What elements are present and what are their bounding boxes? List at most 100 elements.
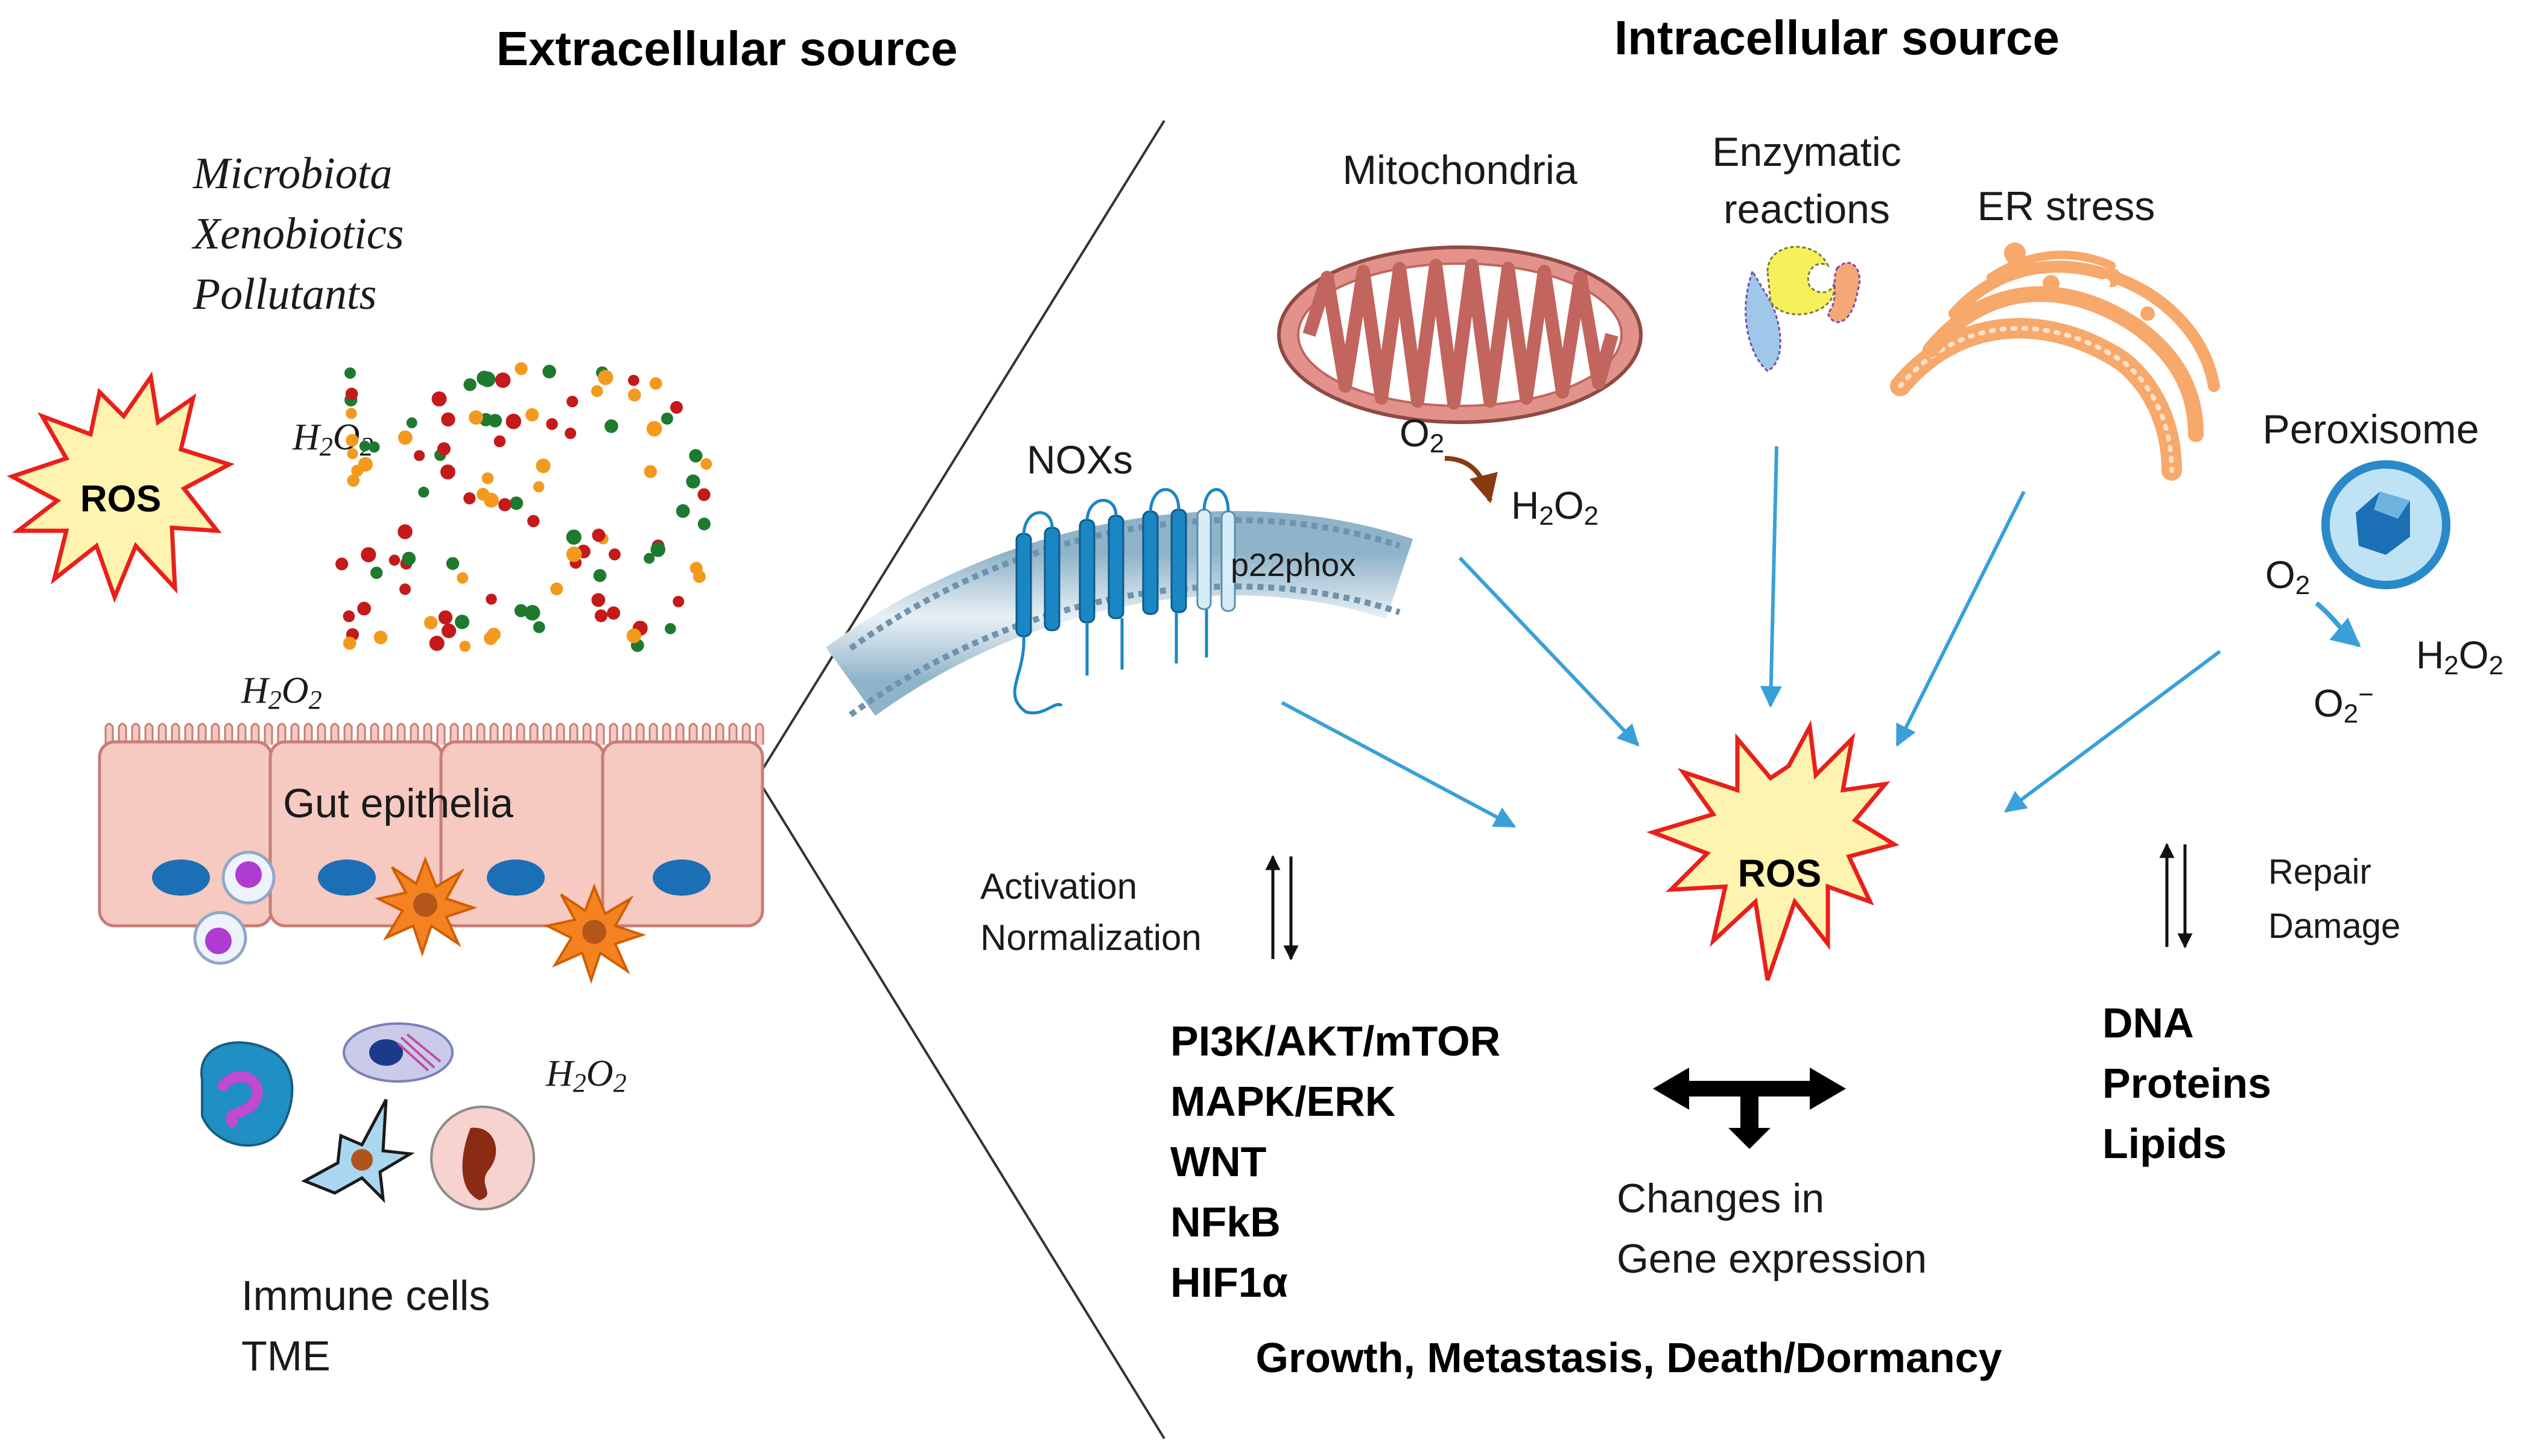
microvillus (118, 723, 127, 745)
microvillus (370, 723, 379, 745)
target-dna: DNA (2102, 999, 2194, 1046)
immune-cells-label: Immune cells (241, 1272, 490, 1319)
microvillus (582, 723, 592, 745)
activation-arrows (1265, 855, 1299, 961)
particle (524, 605, 541, 621)
particle (424, 616, 438, 630)
particle (700, 458, 712, 470)
particle (644, 552, 655, 564)
particle (566, 396, 579, 408)
microvillus (264, 723, 273, 745)
microvillus (211, 723, 220, 745)
particle (628, 375, 639, 386)
target-proteins: Proteins (2102, 1060, 2271, 1107)
particle (346, 408, 357, 419)
particle (693, 570, 706, 583)
microvillus (290, 723, 300, 745)
microvillus (277, 723, 287, 745)
particle (628, 388, 641, 402)
particle (399, 583, 411, 595)
particle (347, 448, 358, 460)
microvillus (463, 723, 472, 745)
particle (536, 458, 551, 473)
particle (373, 630, 388, 645)
particle (406, 417, 417, 428)
target-lipids: Lipids (2102, 1120, 2227, 1167)
microvillus (237, 723, 247, 745)
microvillus (131, 723, 141, 745)
pathway-pi3k: PI3K/AKT/mTOR (1170, 1018, 1500, 1065)
repair-damage-arrows (2159, 843, 2193, 949)
ros-source-arrows (1281, 446, 2221, 828)
microvillus (357, 723, 366, 745)
microvillus (423, 723, 433, 745)
particle (493, 435, 506, 448)
pathway-hif1a: HIF1α (1170, 1259, 1288, 1306)
microvillus (595, 723, 605, 745)
microvillus (104, 723, 114, 745)
particle (484, 631, 498, 645)
microvillus (755, 723, 764, 745)
microvillus (410, 723, 419, 745)
microvilli (104, 723, 764, 745)
microvillus (635, 723, 645, 745)
microvillus (741, 723, 751, 745)
microvillus (622, 723, 632, 745)
particle (646, 420, 662, 437)
particle (644, 465, 658, 478)
source-pollutants: Pollutants (192, 270, 376, 319)
particle (357, 601, 371, 616)
normalization-label: Normalization (980, 917, 1202, 958)
particle (591, 593, 606, 607)
microvillus (197, 723, 207, 745)
particle (441, 623, 457, 638)
enzyme-icon (1745, 245, 1861, 372)
peroxisome-organelle (2321, 460, 2450, 589)
microvillus (556, 723, 565, 745)
particle (509, 496, 524, 510)
peroxisome-label: Peroxisome (2262, 407, 2479, 452)
heading-extracellular: Extracellular source (496, 22, 958, 75)
ros-label-center: ROS (1738, 852, 1822, 895)
mitochondria-label: Mitochondria (1342, 147, 1577, 193)
particle (368, 441, 380, 453)
er-stress-label: ER stress (1977, 183, 2155, 229)
changes-label-line2: Gene expression (1617, 1236, 1927, 1282)
particle (370, 566, 383, 579)
particle (398, 430, 413, 445)
particle (542, 364, 556, 379)
particle (565, 428, 577, 439)
particle (506, 413, 521, 429)
mito-conversion-arrow (1444, 456, 1498, 504)
particle (486, 593, 497, 605)
h2o2-label-top: H2O2 (292, 417, 373, 461)
repair-label: Repair (2268, 852, 2371, 891)
microvillus (396, 723, 406, 745)
particle (686, 474, 700, 489)
p22phox-label: p22phox (1231, 547, 1356, 583)
microvillus (715, 723, 725, 745)
particle (697, 488, 711, 501)
microvillus (171, 723, 180, 745)
activation-label: Activation (980, 866, 1137, 907)
microvillus (503, 723, 512, 745)
particle (414, 450, 425, 461)
damage-label: Damage (2268, 907, 2400, 946)
particle (676, 504, 690, 518)
microvillus (662, 723, 671, 745)
noxs-label: NOXs (1027, 437, 1133, 482)
particle (457, 572, 469, 584)
source-xenobiotics: Xenobiotics (191, 209, 404, 259)
gut-epithelia-label: Gut epithelia (283, 780, 513, 826)
particle (498, 498, 512, 511)
particle (438, 610, 453, 625)
lymphocytes (193, 850, 276, 965)
changes-label-line1: Changes in (1617, 1176, 1824, 1221)
mitochondrion (1277, 245, 1643, 424)
particle (343, 636, 357, 650)
particle (566, 546, 582, 562)
perox-conversion-arrow (2315, 601, 2361, 648)
particle (455, 615, 469, 630)
microvillus (144, 723, 154, 745)
particle (661, 413, 673, 425)
